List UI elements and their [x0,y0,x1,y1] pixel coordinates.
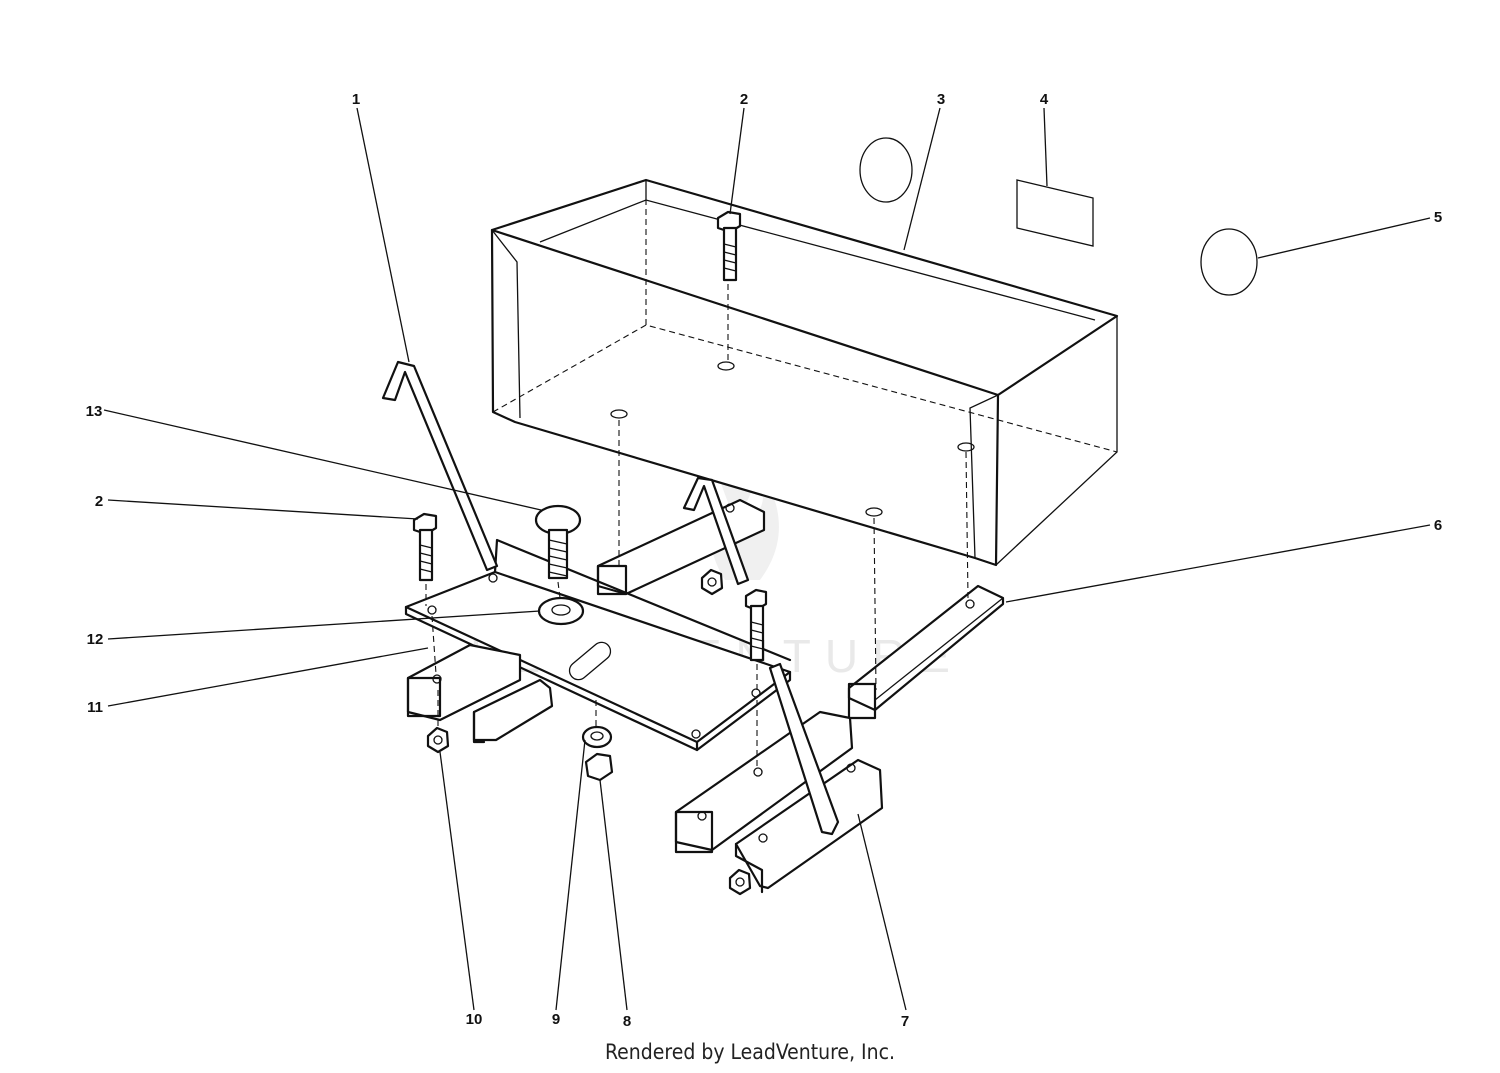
hitch-pin-right [682,476,750,586]
flat-washer-12 [537,596,585,626]
front-tube-left [406,643,522,722]
callout-4: 4 [1040,91,1049,108]
alignment-lines [425,284,969,770]
callout-labels: 1 2 3 4 5 13 2 6 12 11 10 9 8 7 [86,91,1443,1030]
lock-washer-9 [581,725,613,749]
decal-plate-4 [1016,179,1094,247]
hex-bolt-2-left [412,512,438,582]
mounting-plate [404,538,792,752]
hitch-pin-left [381,360,499,572]
callout-8: 8 [623,1013,631,1030]
leader-lines [103,107,1431,1011]
hopper-box [490,178,1119,567]
callout-2-top: 2 [740,91,748,108]
round-decal-left [859,137,913,203]
lock-nut-10-right [728,868,752,896]
callout-1: 1 [352,91,360,108]
front-angle-right-7 [734,758,884,894]
callout-13: 13 [86,403,103,420]
callout-10: 10 [466,1011,483,1028]
callout-6: 6 [1434,517,1442,534]
hex-nut-8 [584,752,614,782]
callout-7: 7 [901,1013,909,1030]
rear-tube-6 [847,584,1005,720]
callout-5: 5 [1434,209,1442,226]
callout-9: 9 [552,1011,560,1028]
callout-12: 12 [87,631,104,648]
callout-2-left: 2 [95,493,103,510]
reflector-5 [1200,228,1258,296]
footer-credit: Rendered by LeadVenture, Inc. [605,1040,895,1064]
hex-bolt-2-top [716,210,742,282]
lock-nut-10-back [700,568,724,596]
front-angle-left [472,678,554,744]
lock-nut-10-left [426,726,450,754]
carriage-bolt-13 [534,504,582,580]
hitch-rod-front [768,662,840,836]
hex-bolt-2-plate [744,588,768,662]
callout-11: 11 [87,699,103,716]
callout-3: 3 [937,91,945,108]
